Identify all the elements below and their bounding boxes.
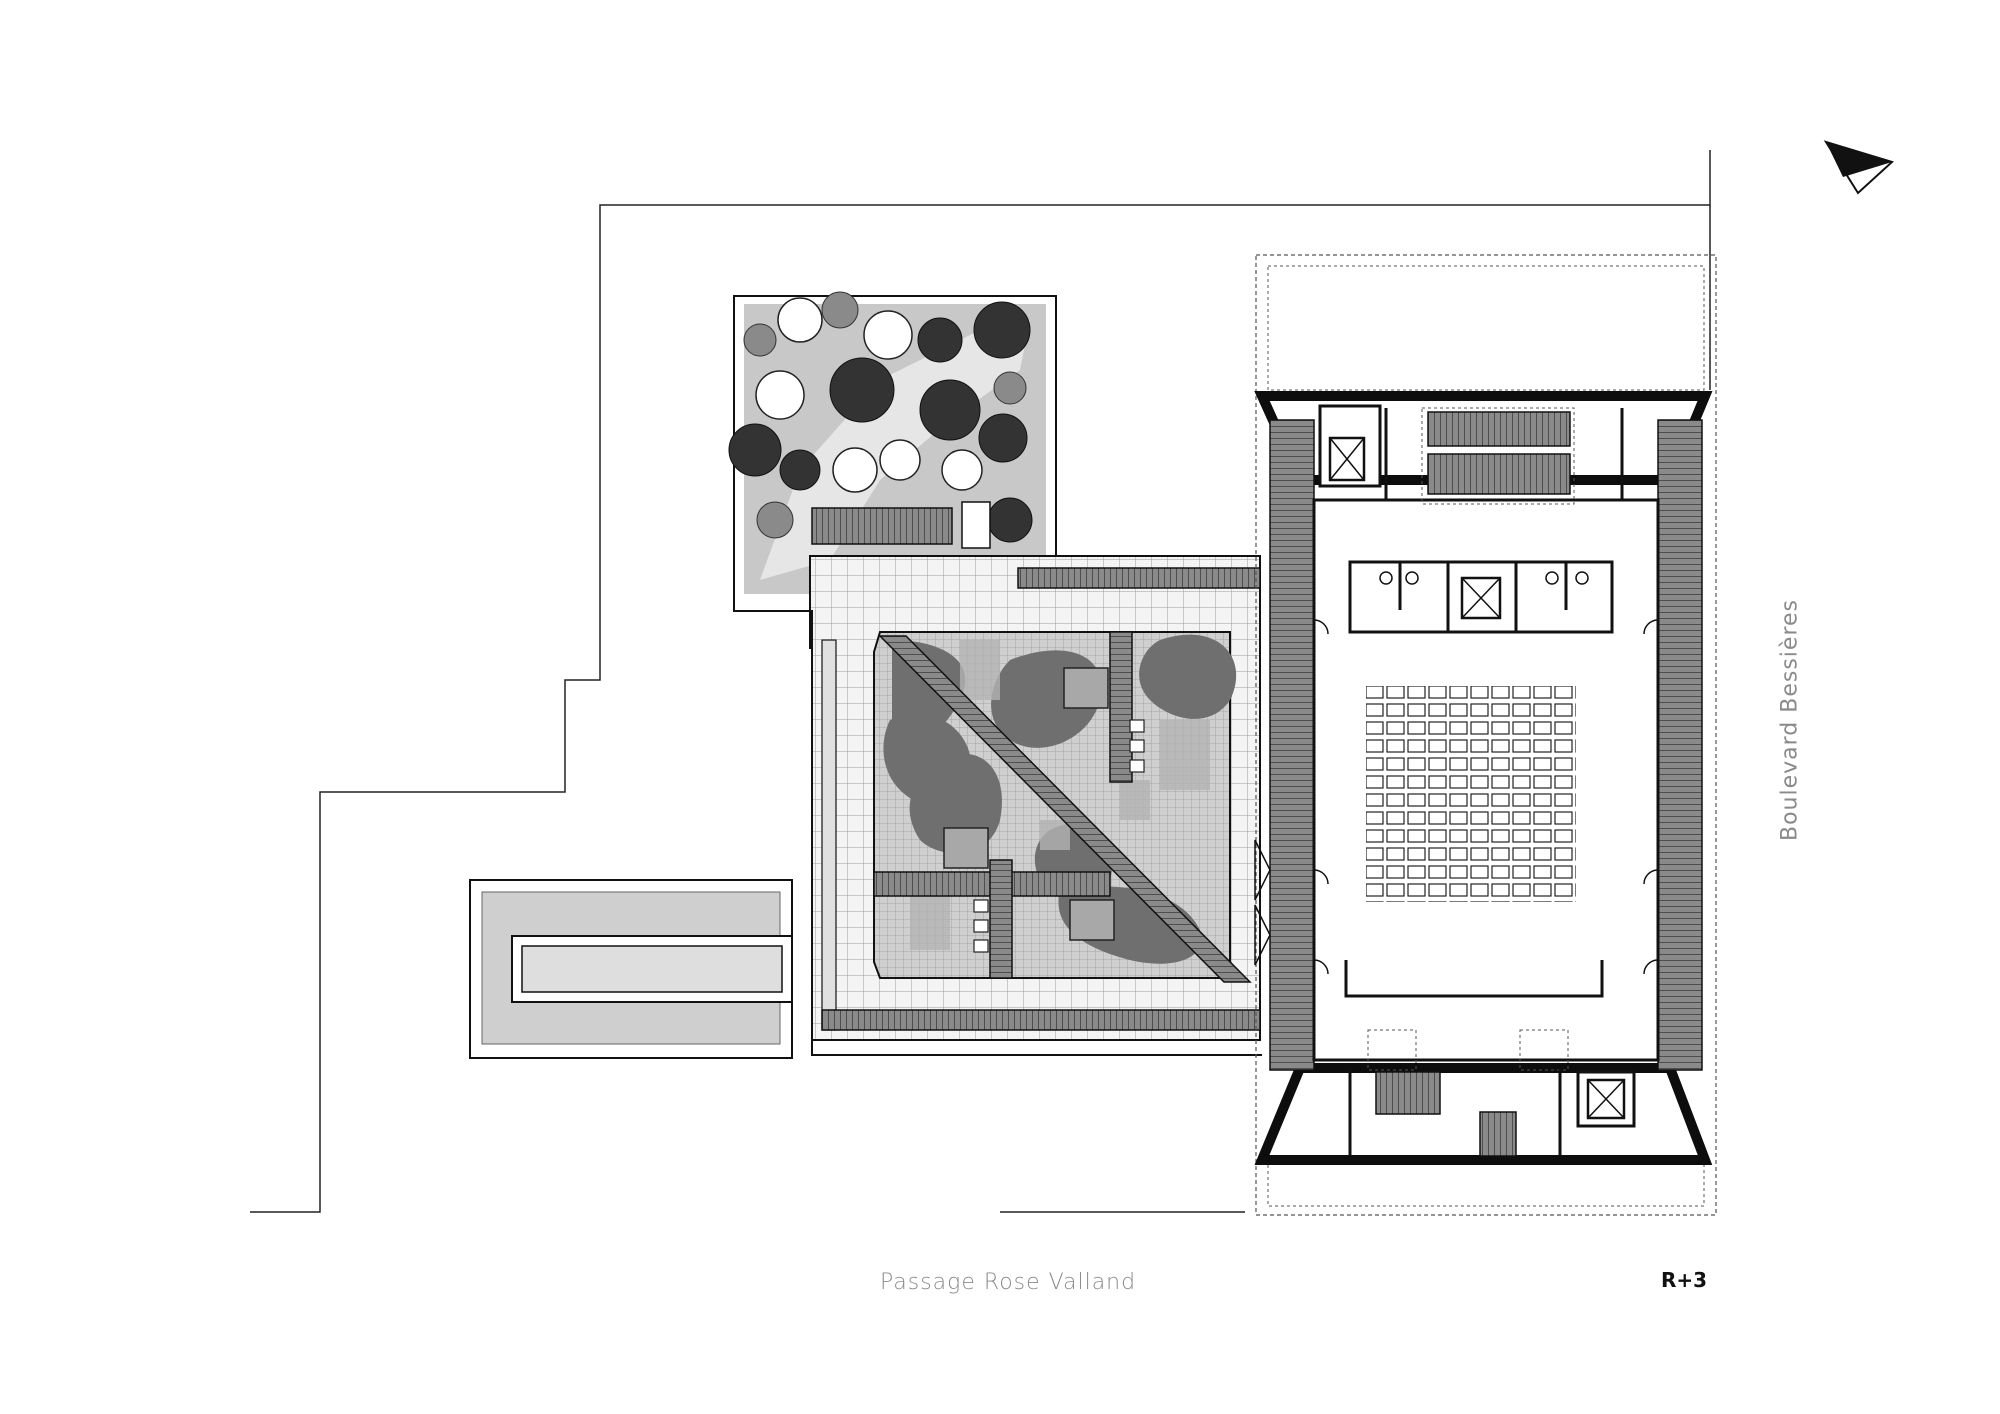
site-boundary [250,150,1711,1213]
auditorium-building [1254,254,1717,1216]
audience-seating [1366,686,1576,902]
elevator-icon [1460,576,1502,620]
north-arrow-icon [1823,140,1894,195]
roof-planter [469,879,793,1059]
elevator-icon [1586,1078,1626,1120]
level-label: R+3 [1661,1268,1708,1292]
stage-edge [1344,960,1604,998]
courtyard-garden [873,631,1252,983]
street-label-passage: Passage Rose Valland [880,1270,1137,1295]
elevator-icon [1328,436,1366,482]
toilets-block [1348,560,1614,634]
street-label-boulevard: Boulevard Bessières [1777,598,1803,842]
